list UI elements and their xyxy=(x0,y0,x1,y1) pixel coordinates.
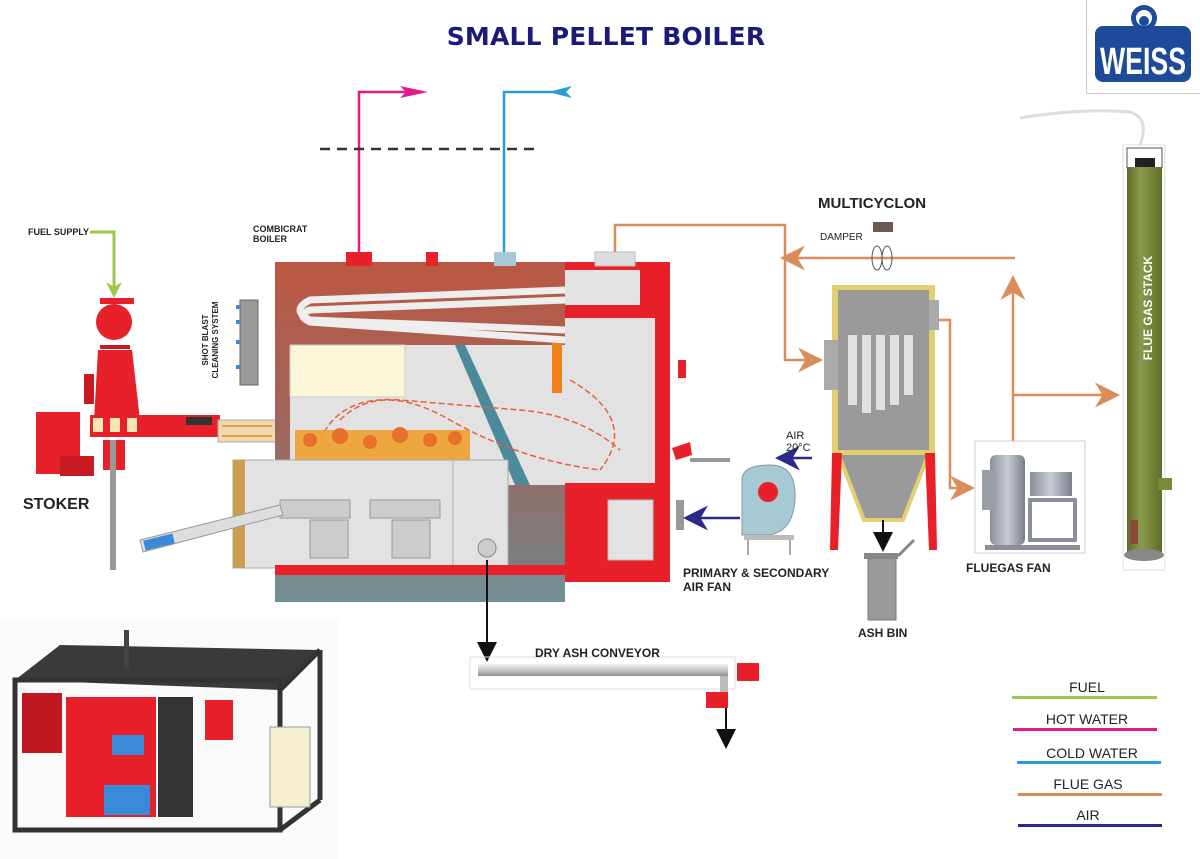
fluegas-fan-label: FLUEGAS FAN xyxy=(966,561,1051,575)
primary-fan-label-1: PRIMARY & SECONDARY xyxy=(683,566,830,580)
fuel-supply-line xyxy=(90,230,122,298)
legend-label-fuel: FUEL xyxy=(1069,679,1105,695)
air-label-1: AIR xyxy=(786,430,805,442)
primary-fan-label-2: AIR FAN xyxy=(683,580,731,594)
legend-label-cold-water: COLD WATER xyxy=(1046,745,1138,761)
shot-blast-label-2: CLEANING SYSTEM xyxy=(211,301,220,378)
multicyclon-label: MULTICYCLON xyxy=(818,195,927,212)
legend-line-hot-water xyxy=(1013,728,1157,731)
air-label-2: 20°C xyxy=(786,442,811,454)
dry-ash-conveyor xyxy=(469,656,759,749)
combicrat-label-2: BOILER xyxy=(253,234,288,244)
fluegas-fan xyxy=(974,440,1086,554)
combicrat-label-1: COMBICRAT xyxy=(253,224,308,234)
legend-line-flue-gas xyxy=(1018,793,1162,796)
hot-water-line xyxy=(357,86,428,252)
cold-water-arrow-icon xyxy=(548,86,572,98)
flue-gas-stack-label: FLUE GAS STACK xyxy=(1141,255,1155,360)
legend-label-flue-gas: FLUE GAS xyxy=(1053,776,1123,792)
flue-gas-stack xyxy=(1019,109,1172,571)
damper-icon xyxy=(871,222,893,271)
damper-label: DAMPER xyxy=(820,232,863,243)
page-title: SMALL PELLET BOILER xyxy=(446,22,766,51)
stoker-label: STOKER xyxy=(23,496,90,513)
container-unit-photo xyxy=(0,620,338,859)
hot-water-arrow-icon xyxy=(400,86,428,98)
ash-bin xyxy=(864,538,916,621)
legend-line-fuel xyxy=(1012,696,1157,699)
combicrat-boiler xyxy=(139,251,730,602)
dry-ash-conveyor-label: DRY ASH CONVEYOR xyxy=(535,646,660,660)
fuel-arrow-icon xyxy=(106,282,122,298)
logo-text: WEISS xyxy=(1100,41,1186,83)
ash-bin-label: ASH BIN xyxy=(858,626,908,640)
legend-label-hot-water: HOT WATER xyxy=(1045,711,1129,727)
stoker xyxy=(36,298,279,570)
legend-label-air: AIR xyxy=(1076,807,1100,823)
shot-blast-label-1: SHOT BLAST xyxy=(201,314,210,365)
cold-water-line xyxy=(502,86,572,252)
weiss-logo: WEISS xyxy=(1086,0,1200,94)
flue-gas-line xyxy=(613,223,1120,501)
multicyclon xyxy=(824,285,939,552)
fuel-supply-label: FUEL SUPPLY xyxy=(28,227,90,237)
legend-line-air xyxy=(1018,824,1162,827)
weiss-logo-icon: WEISS xyxy=(1095,5,1191,83)
primary-secondary-air-fan xyxy=(676,464,796,555)
legend-line-cold-water xyxy=(1017,761,1161,764)
